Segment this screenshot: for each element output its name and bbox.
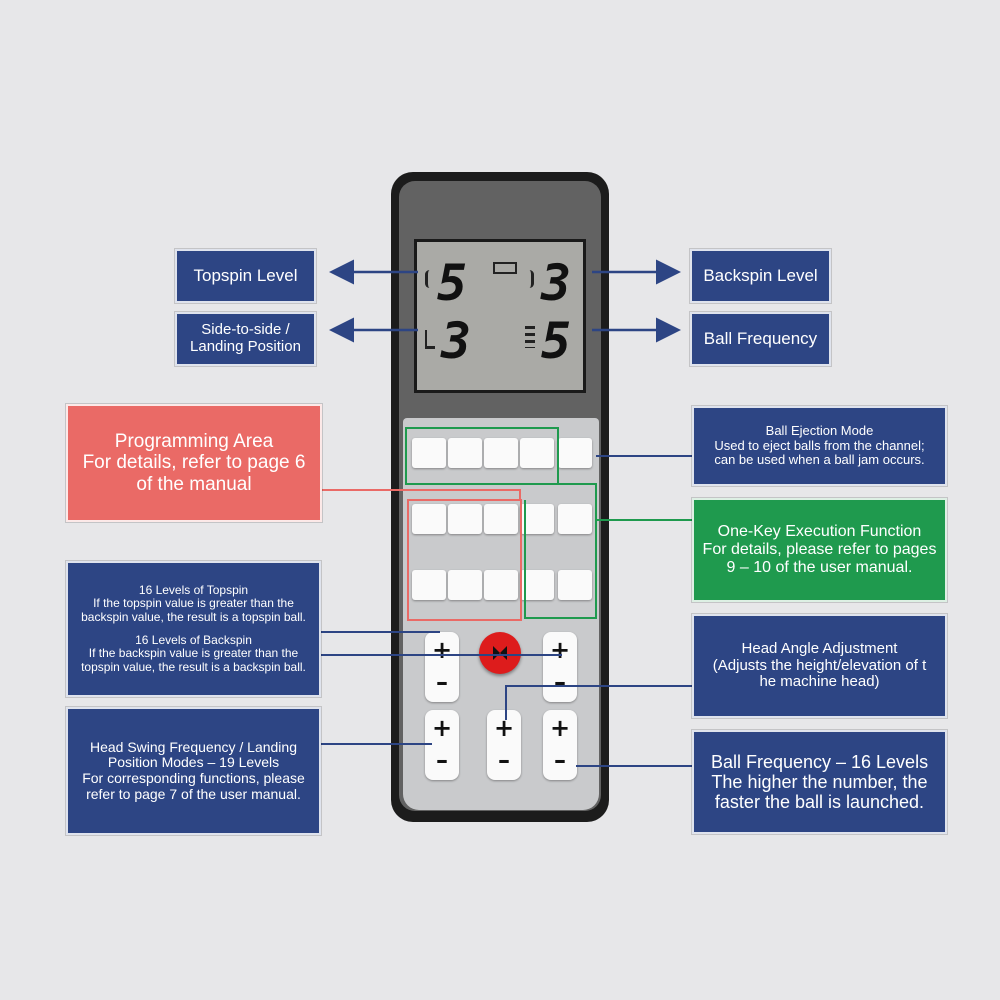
- program-key-4[interactable]: [520, 438, 554, 468]
- plus-icon: +: [549, 636, 571, 664]
- lcd-side-value: 3: [441, 312, 472, 370]
- head-angle-line: [505, 685, 692, 720]
- minus-icon: –: [554, 668, 566, 696]
- program-key-10[interactable]: [484, 570, 518, 600]
- program-key-1[interactable]: [412, 438, 446, 468]
- head-angle-stepper[interactable]: + –: [487, 710, 521, 780]
- program-key-7[interactable]: [484, 504, 518, 534]
- ball-frequency-stepper[interactable]: + –: [543, 710, 577, 780]
- lcd-side-icon: [425, 330, 435, 349]
- topspin-level-label: Topspin Level: [175, 249, 316, 303]
- program-key-5[interactable]: [412, 504, 446, 534]
- backspin-16-title: 16 Levels of Backspin: [135, 633, 252, 647]
- plus-icon: +: [549, 714, 571, 742]
- lcd-topspin-icon: [425, 270, 434, 288]
- topspin-stepper[interactable]: + –: [425, 632, 459, 702]
- programming-area-label: Programming Area For details, refer to p…: [66, 404, 322, 522]
- ball-frequency-label: Ball Frequency: [690, 312, 831, 366]
- minus-icon: –: [554, 746, 566, 774]
- program-key-8[interactable]: [412, 570, 446, 600]
- ball-ejection-label: Ball Ejection Mode Used to eject balls f…: [692, 406, 947, 486]
- minus-icon: –: [498, 746, 510, 774]
- side-landing-label: Side-to-side / Landing Position: [175, 312, 316, 366]
- lcd-frequency-icon: [525, 326, 535, 348]
- start-stop-button[interactable]: [479, 632, 521, 674]
- one-key-execution-label: One-Key Execution Function For details, …: [692, 498, 947, 602]
- backspin-stepper[interactable]: + –: [543, 632, 577, 702]
- play-pause-icon: [493, 646, 507, 660]
- head-angle-label: Head Angle Adjustment (Adjusts the heigh…: [692, 614, 947, 718]
- lcd-backspin-value: 3: [541, 254, 572, 312]
- minus-icon: –: [436, 668, 448, 696]
- topspin-16-title: 16 Levels of Topspin: [138, 582, 249, 597]
- ball-frequency-16-label: Ball Frequency – 16 Levels The higher th…: [692, 730, 947, 834]
- plus-icon: +: [493, 714, 515, 742]
- plus-icon: +: [431, 714, 453, 742]
- ball-ejection-key[interactable]: [558, 438, 592, 468]
- one-key-execution-2[interactable]: [558, 504, 592, 534]
- lcd-backspin-icon: [525, 270, 534, 288]
- head-swing-label: Head Swing Frequency / Landing Position …: [66, 707, 321, 835]
- one-key-outline-right: [524, 483, 597, 619]
- lcd-mode-indicator: [493, 262, 517, 274]
- backspin-16-desc: If the backspin value is greater than th…: [81, 646, 306, 674]
- lcd-frequency-value: 5: [541, 312, 572, 370]
- program-key-9[interactable]: [448, 570, 482, 600]
- program-key-3[interactable]: [484, 438, 518, 468]
- minus-icon: –: [436, 746, 448, 774]
- programming-area-outline: [407, 499, 522, 621]
- spin-levels-label: 16 Levels of Topspin If the topspin valu…: [66, 561, 321, 697]
- topspin-16-desc: If the topspin value is greater than the…: [81, 596, 306, 624]
- lcd-display: 5 3 3 5: [414, 239, 586, 393]
- backspin-level-label: Backspin Level: [690, 249, 831, 303]
- lcd-topspin-value: 5: [437, 254, 468, 312]
- program-key-2[interactable]: [448, 438, 482, 468]
- program-key-6[interactable]: [448, 504, 482, 534]
- one-key-execution-4[interactable]: [558, 570, 592, 600]
- one-key-outline: [405, 427, 559, 485]
- plus-icon: +: [431, 636, 453, 664]
- programming-area-line: [322, 489, 521, 500]
